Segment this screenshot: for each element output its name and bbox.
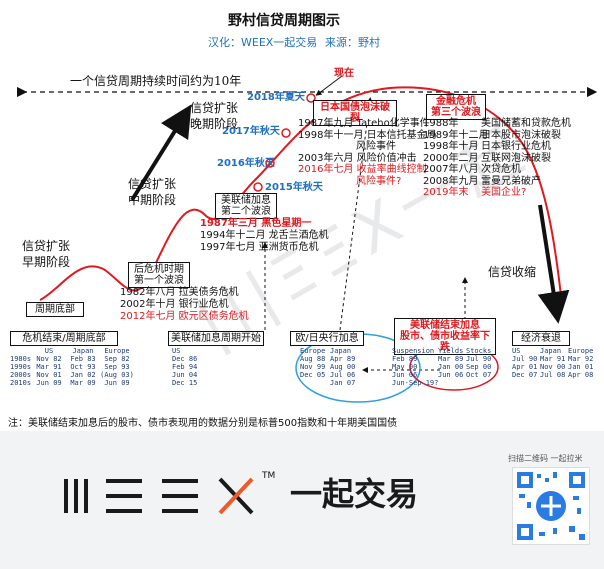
box-crisis-end: 危机结束/周期底部 <box>10 331 118 346</box>
event-row: 1987年三月 黑色星期一 <box>200 218 312 229</box>
dot-2016 <box>265 158 275 168</box>
table-row: Jun 04 <box>172 371 198 379</box>
events-late: 1987年九月 Tateho化学事件 1998年十一月 日本信托基金局 风险事件… <box>298 118 437 187</box>
event-row: 风险事件? <box>356 175 402 187</box>
footnote: 注：美联储结束加息后的股市、债市表现用的数据分别是标普500指数和十年期美国国债 <box>8 418 398 429</box>
table-row: Dec 15 <box>172 379 198 387</box>
now-label: 现在 <box>334 68 354 79</box>
box-post-crisis: 后危机时期第一个波浪 <box>128 262 190 288</box>
subtitle-translator: 汉化：WEEX一起交易 <box>208 36 318 49</box>
table-row: Jun-Sep 19? <box>392 379 439 387</box>
dot-label-2015: 2015年秋天 <box>265 182 323 193</box>
event-row: 1982年八月 拉美债务危机 <box>120 287 239 298</box>
qr-caption: 扫描二维码 一起拉米 <box>508 454 583 463</box>
event-row: 2000年二月互联网泡沫破裂 <box>423 152 551 164</box>
table-row: Feb 94 <box>172 363 198 371</box>
dot-label-2018: 2018年夏天 <box>247 92 305 103</box>
dot-2018 <box>306 93 316 103</box>
now-arrow <box>315 75 343 96</box>
event-row: 1998年十月日本银行业危机 <box>423 141 551 152</box>
table-header: US <box>172 347 181 355</box>
event-row: 2016年七月 收益率曲线控制 <box>298 164 427 175</box>
event-row: 2012年七月 欧元区债务危机 <box>120 311 249 322</box>
brand-name: 一起交易 <box>290 475 419 513</box>
event-row: 2007年八月次贷危机 <box>423 164 521 175</box>
event-row: 2003年六月 风险价值冲击 <box>298 152 417 164</box>
connector-2 <box>339 97 373 331</box>
stage-middle: 信贷扩张中期阶段 <box>128 177 177 207</box>
event-row: 1989年十二月日本股市泡沫破裂 <box>423 129 561 141</box>
events-wave1: 1982年八月 拉美债务危机 2002年十月 银行业危机 2012年七月 欧元区… <box>120 287 249 323</box>
box-japan-bubble: 日本国债泡沫破裂 <box>313 100 397 126</box>
event-row: 1997年七月 亚洲货币危机 <box>200 242 319 253</box>
brand-footer: TM 一起交易 扫描二维码 一起拉米 <box>0 431 604 569</box>
event-row: 1988年美国储蓄和贷款危机 <box>423 118 571 129</box>
tm-mark: TM <box>262 471 276 481</box>
events-wave2: 1987年三月 黑色星期一 1994年十二月 龙舌兰酒危机 1997年七月 亚洲… <box>200 218 329 254</box>
weex-logo <box>62 473 272 521</box>
box-fed-hike-start: 美联储加息周期开始 <box>168 331 264 346</box>
stage-early: 信贷扩张早期阶段 <box>22 239 71 269</box>
cycle-diagram: |||ΞΞX一起 <box>16 75 598 403</box>
event-row: 1998年十一月 日本信托基金局 <box>298 129 437 141</box>
expansion-arrow <box>130 104 192 202</box>
box-recession: 经济衰退 <box>512 331 570 346</box>
event-row: 2002年十月 银行业危机 <box>120 299 229 310</box>
event-row: 1987年九月 Tateho化学事件 <box>298 118 430 129</box>
dot-label-2017: 2017年秋天 <box>222 126 280 137</box>
dot-2017 <box>281 128 291 138</box>
table-row: Jan 07 <box>330 379 356 387</box>
credit-cycle-curve <box>39 86 563 306</box>
event-row: 风险事件 <box>356 141 396 152</box>
dot-label-2016: 2016年秋天 <box>217 158 275 169</box>
box-eu-jp-hike: 欧/日央行加息 <box>290 331 364 346</box>
event-row: 2008年九月雷曼兄弟破产 <box>423 175 541 187</box>
event-row: 1994年十二月 龙舌兰酒危机 <box>200 230 329 241</box>
page-title: 野村信贷周期图示 <box>228 13 340 29</box>
box-fed-hike-end: 美联储结束加息股市、债市收益率下跌 <box>394 318 496 355</box>
subtitle-source: 来源：野村 <box>325 36 380 49</box>
dot-2015 <box>253 182 263 192</box>
box-fed-2nd-wave: 美联储加息第二个波浪 <box>215 193 277 219</box>
cycle-duration-label: 一个信贷周期持续时间约为10年 <box>70 74 242 88</box>
qr-code[interactable] <box>512 467 590 545</box>
table-row: Dec 86 <box>172 355 198 363</box>
event-row: 2019年末美国企业? <box>423 187 527 198</box>
events-wave3: 1988年美国储蓄和贷款危机 1989年十二月日本股市泡沫破裂 1998年十月日… <box>423 118 571 199</box>
box-financial-crisis: 金融危机第三个波浪 <box>426 94 486 120</box>
table-fed-hike-start: US Dec 86 Feb 94 Jun 04 Dec 15 <box>172 347 197 387</box>
stage-late: 信贷扩张晚期阶段 <box>190 101 239 131</box>
stage-contraction: 信贷收缩 <box>488 265 537 279</box>
box-trough: 周期底部 <box>26 302 84 317</box>
contraction-arrow <box>537 204 570 324</box>
